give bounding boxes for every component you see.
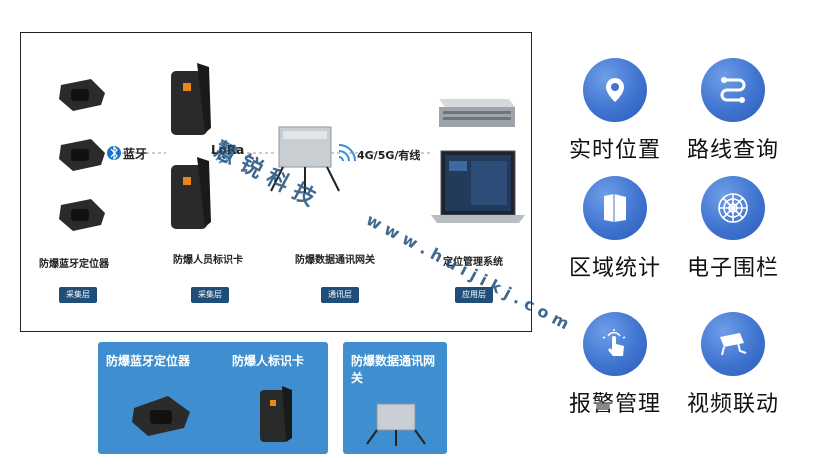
bluetooth-locator-device-3 <box>59 199 105 231</box>
bluetooth-link-label: 蓝牙 <box>123 147 148 161</box>
feature-label: 路线查询 <box>686 138 779 163</box>
product-card-personnel-card: 防爆人标识卡 <box>224 342 328 454</box>
collection-layer-badge-2: 采集层 <box>191 287 229 303</box>
gateway-device <box>270 126 340 193</box>
card-label: 防爆蓝牙定位器 <box>106 354 191 368</box>
network-signal-icon <box>338 144 356 162</box>
bluetooth-locator-label: 防爆蓝牙定位器 <box>39 259 109 270</box>
application-layer-badge: 应用层 <box>455 287 493 303</box>
communication-layer-badge: 通讯层 <box>321 287 359 303</box>
feature-area-statistics: 区域统计 <box>560 176 670 282</box>
bluetooth-locator-device-2 <box>59 139 105 171</box>
camera-icon <box>701 312 765 376</box>
personnel-card-label: 防爆人员标识卡 <box>173 255 243 266</box>
feature-alarm-management: 报警管理 <box>560 312 670 418</box>
product-card-bluetooth-locator: 防爆蓝牙定位器 <box>98 342 230 454</box>
gateway-label: 防爆数据通讯网关 <box>295 255 375 266</box>
bluetooth-locator-device-1 <box>59 79 105 111</box>
diagram-graphics <box>59 63 525 231</box>
personnel-card-device-2 <box>171 157 211 229</box>
laptop-device <box>431 150 525 223</box>
server-device <box>439 99 515 127</box>
bluetooth-locator-image <box>132 396 190 436</box>
feature-label: 电子围栏 <box>686 256 779 281</box>
feature-label: 实时位置 <box>568 138 661 163</box>
system-label: 定位管理系统 <box>443 257 503 268</box>
personnel-card-image <box>260 386 292 442</box>
feature-video-linkage: 视频联动 <box>678 312 788 418</box>
feature-electronic-fence: 电子围栏 <box>678 176 788 282</box>
personnel-card-device-1 <box>171 63 211 135</box>
area-map-icon <box>583 176 647 240</box>
lora-signal-icon <box>215 156 231 164</box>
feature-realtime-location: 实时位置 <box>560 58 670 164</box>
feature-label: 报警管理 <box>568 392 661 417</box>
feature-label: 视频联动 <box>686 392 779 417</box>
card-label: 防爆数据通讯网关 <box>351 354 436 385</box>
system-diagram: 蓝牙 LoRa 4G/5G/有线 防爆蓝牙定位器 防爆人员标识卡 防爆数据通讯网… <box>20 32 532 332</box>
route-icon <box>701 58 765 122</box>
bluetooth-icon <box>107 145 121 161</box>
touch-alarm-icon <box>583 312 647 376</box>
feature-label: 区域统计 <box>568 256 661 281</box>
lora-link-label: LoRa <box>211 143 245 157</box>
location-pin-icon <box>583 58 647 122</box>
network-link-label: 4G/5G/有线 <box>357 149 421 162</box>
feature-route-query: 路线查询 <box>678 58 788 164</box>
product-card-gateway: 防爆数据通讯网关 <box>343 342 447 454</box>
card-label: 防爆人标识卡 <box>232 354 305 368</box>
gateway-image <box>366 403 426 446</box>
collection-layer-badge: 采集层 <box>59 287 97 303</box>
fence-icon <box>701 176 765 240</box>
